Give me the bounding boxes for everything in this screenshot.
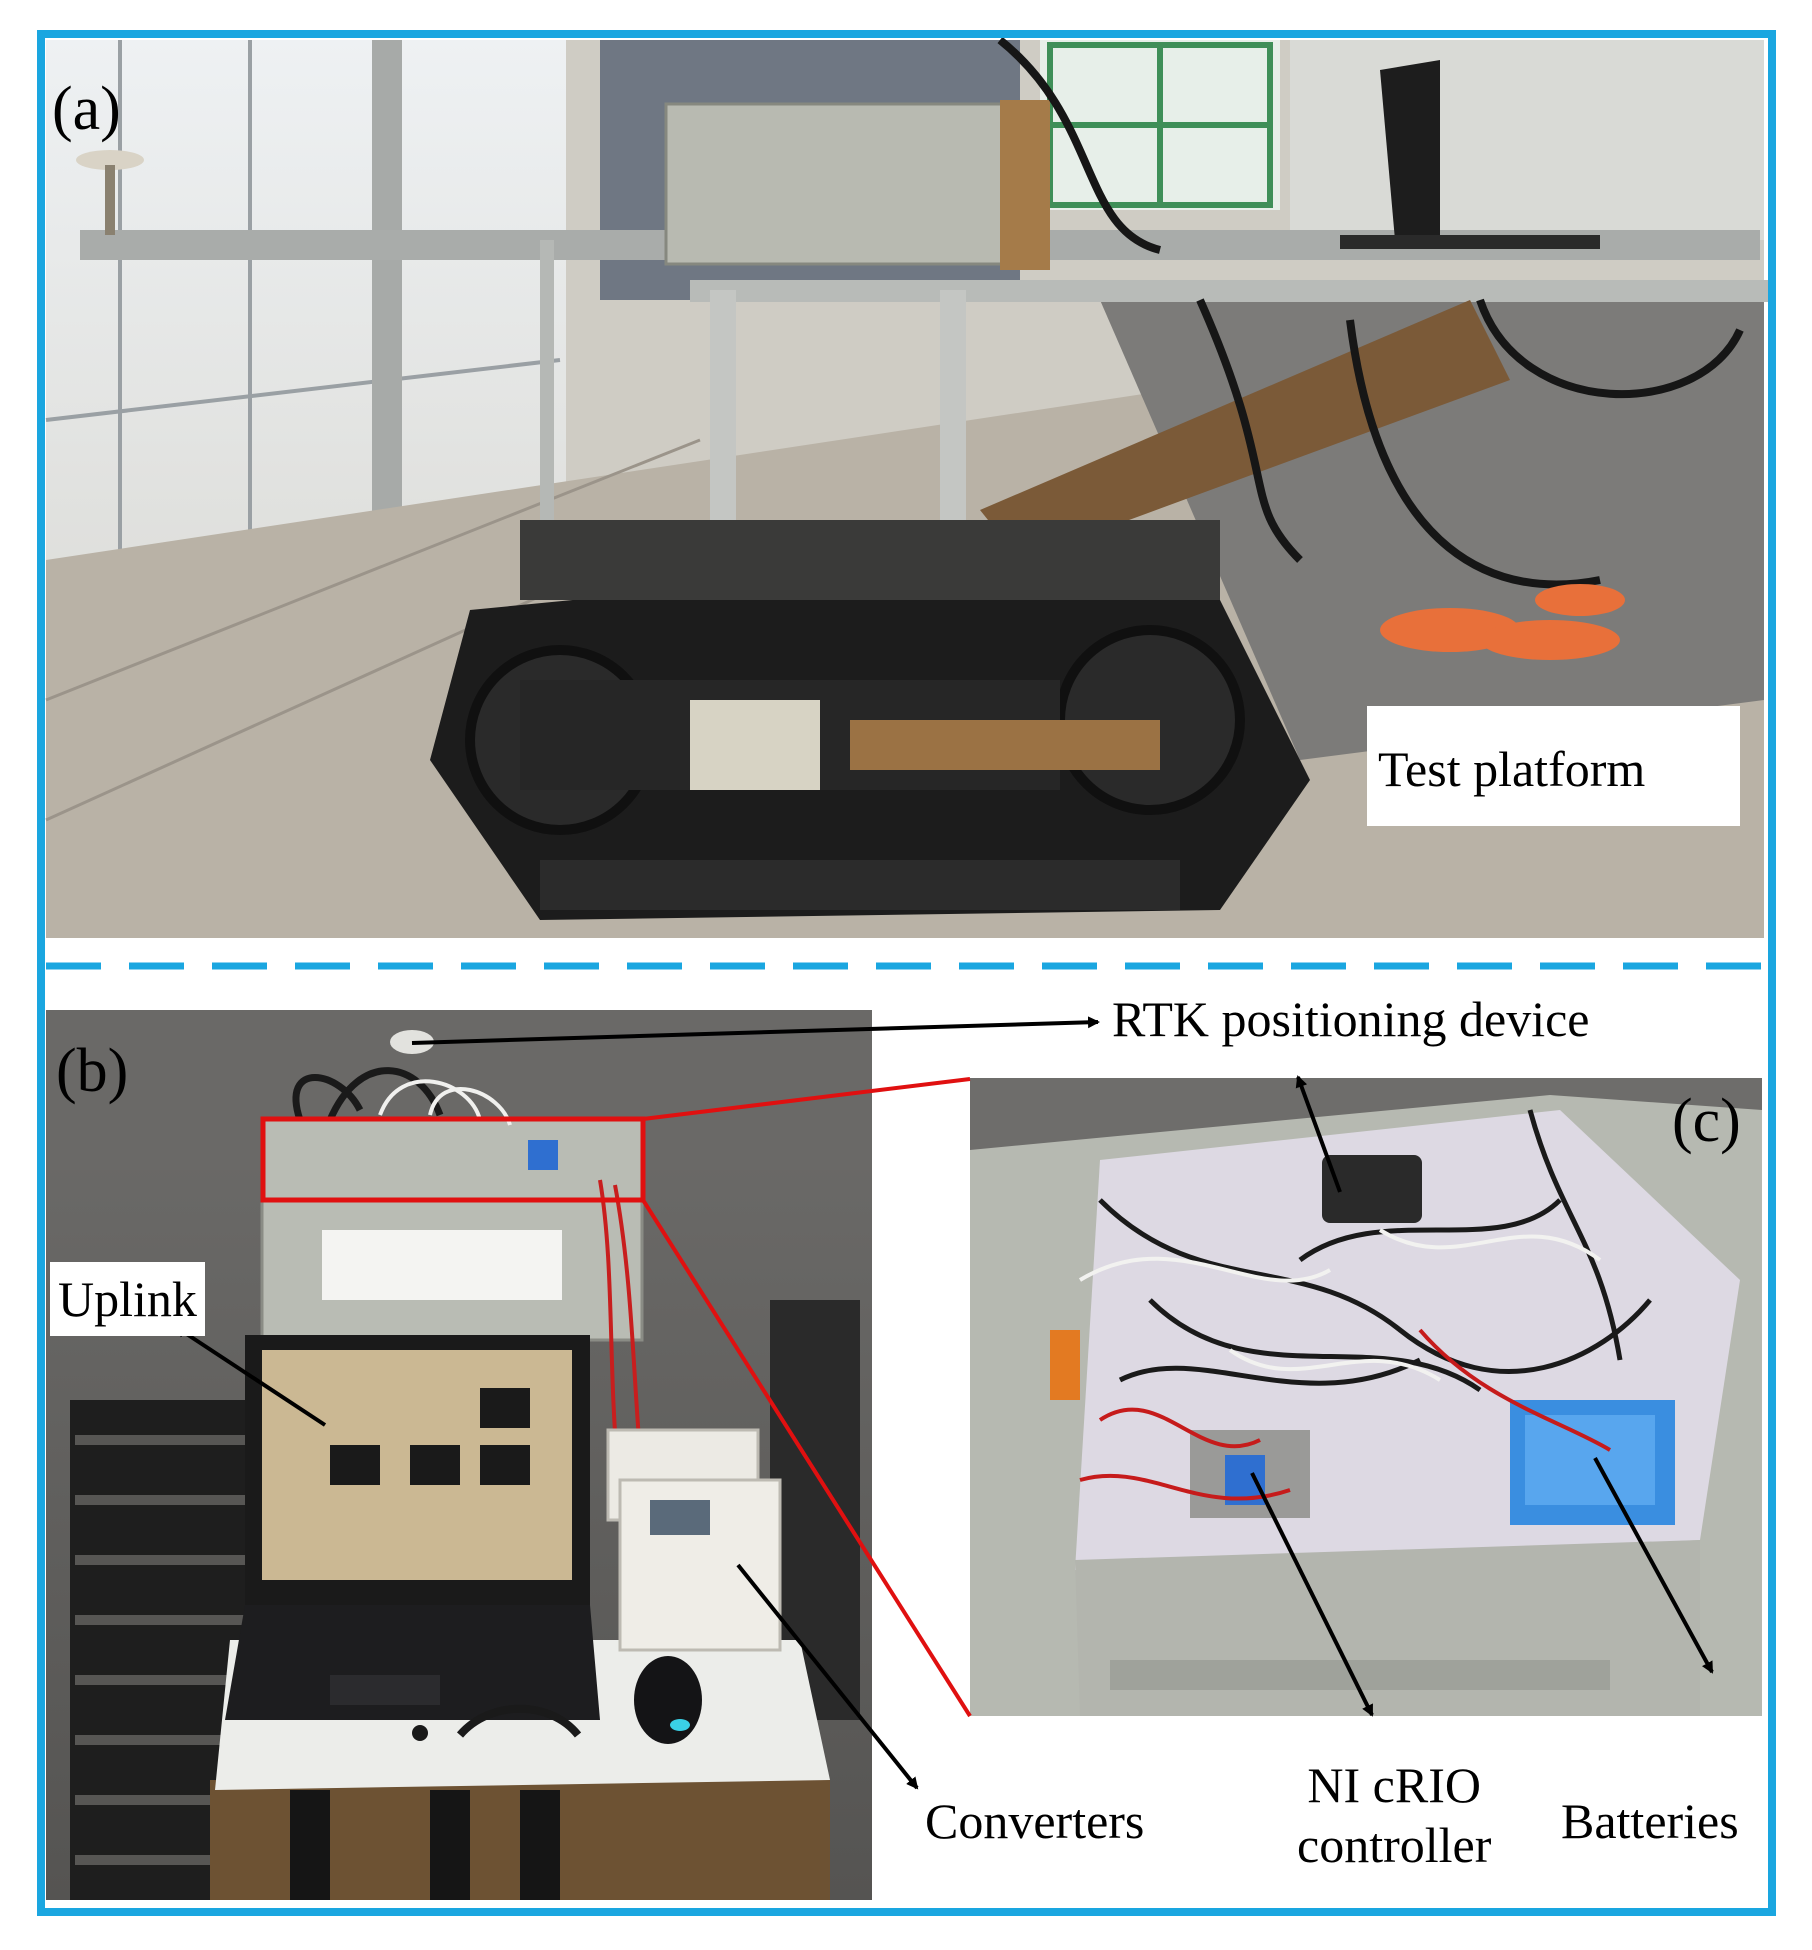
uplink-arrow <box>174 1325 327 1427</box>
batteries-label: Batteries <box>1561 1793 1739 1849</box>
ni-crio-label-line1: NI cRIO <box>1307 1757 1481 1813</box>
panel-c-label: (c) <box>1672 1087 1741 1155</box>
rtk-label: RTK positioning device <box>1112 991 1590 1047</box>
test-platform-caption: Test platform <box>1378 741 1646 797</box>
panel-a-photo <box>45 36 1770 938</box>
ni-crio-label: NI cRIO controller <box>1297 1760 1491 1870</box>
panel-b-label: (b) <box>56 1037 129 1105</box>
panel-c-photo <box>970 1078 1762 1716</box>
panel-a-label: (a) <box>52 75 121 143</box>
test-platform-label-box <box>1367 706 1740 826</box>
converters-label: Converters <box>925 1793 1145 1849</box>
uplink-label: Uplink <box>50 1262 205 1336</box>
rtk-arrow-c <box>1295 1075 1342 1193</box>
converters-arrow <box>736 1563 919 1790</box>
ni-crio-arrow <box>1250 1472 1374 1717</box>
figure-frame <box>37 30 1776 1916</box>
zoom-indicator <box>260 1077 972 1718</box>
panel-b-photo <box>46 1010 872 1900</box>
batteries-arrow <box>1593 1457 1714 1674</box>
rtk-arrow-main <box>411 1016 1100 1045</box>
ni-crio-label-line2: controller <box>1297 1817 1492 1873</box>
callout-arrows <box>174 1016 1714 1790</box>
